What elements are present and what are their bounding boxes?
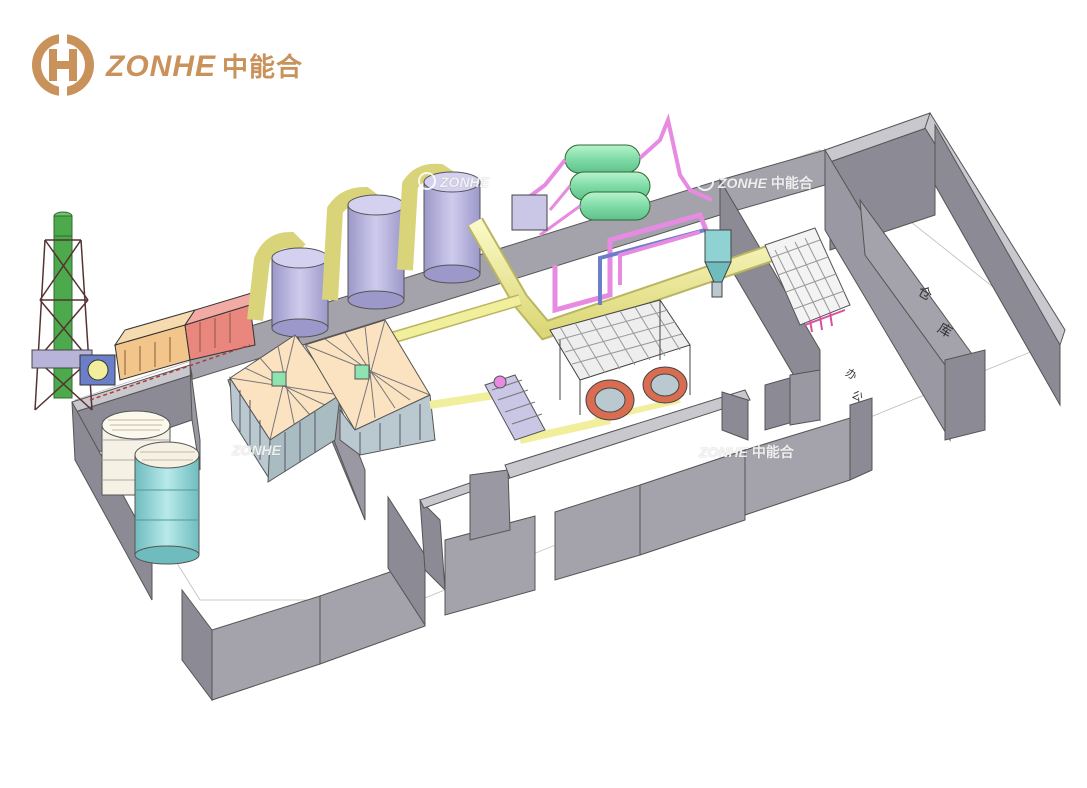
watermark-text-en: ZONHE xyxy=(440,174,489,190)
exhaust-stack xyxy=(31,211,93,411)
front-walls xyxy=(181,369,873,702)
purple-tanks xyxy=(247,163,481,338)
filter-units xyxy=(113,291,256,381)
watermark-logo-icon xyxy=(677,442,695,460)
brand-name-cn: 中能合 xyxy=(222,53,304,83)
watermark: ZONHE xyxy=(418,172,489,190)
watermark-text-cn: 中能合 xyxy=(751,445,794,461)
scrubber-hoods xyxy=(229,319,436,483)
watermark-text-en: ZONHE xyxy=(699,444,748,460)
watermark-logo-icon xyxy=(696,173,714,191)
zonhe-logo-icon xyxy=(32,34,94,96)
warehouse-walls xyxy=(719,148,986,442)
heat-exchanger xyxy=(764,227,851,333)
watermark: ZONHE xyxy=(232,442,281,458)
storage-tanks xyxy=(101,410,200,565)
exhaust-fan xyxy=(79,354,116,386)
reactor-unit xyxy=(549,211,713,421)
watermark-text-en: ZONHE xyxy=(232,442,281,458)
watermark: ZONHE 中能合 xyxy=(696,173,813,193)
cyclone-separator xyxy=(704,229,732,298)
watermark-text-en: ZONHE xyxy=(718,175,767,191)
watermark-logo-icon xyxy=(418,172,436,190)
rotary-dryer xyxy=(484,374,546,441)
gas-storage-vessels xyxy=(511,113,713,237)
watermark: ZONHE 中能合 xyxy=(677,442,794,462)
pipe-run xyxy=(89,344,251,401)
watermark-text-cn: 中能合 xyxy=(770,176,813,192)
brand-name-en: ZONHE xyxy=(106,50,216,83)
